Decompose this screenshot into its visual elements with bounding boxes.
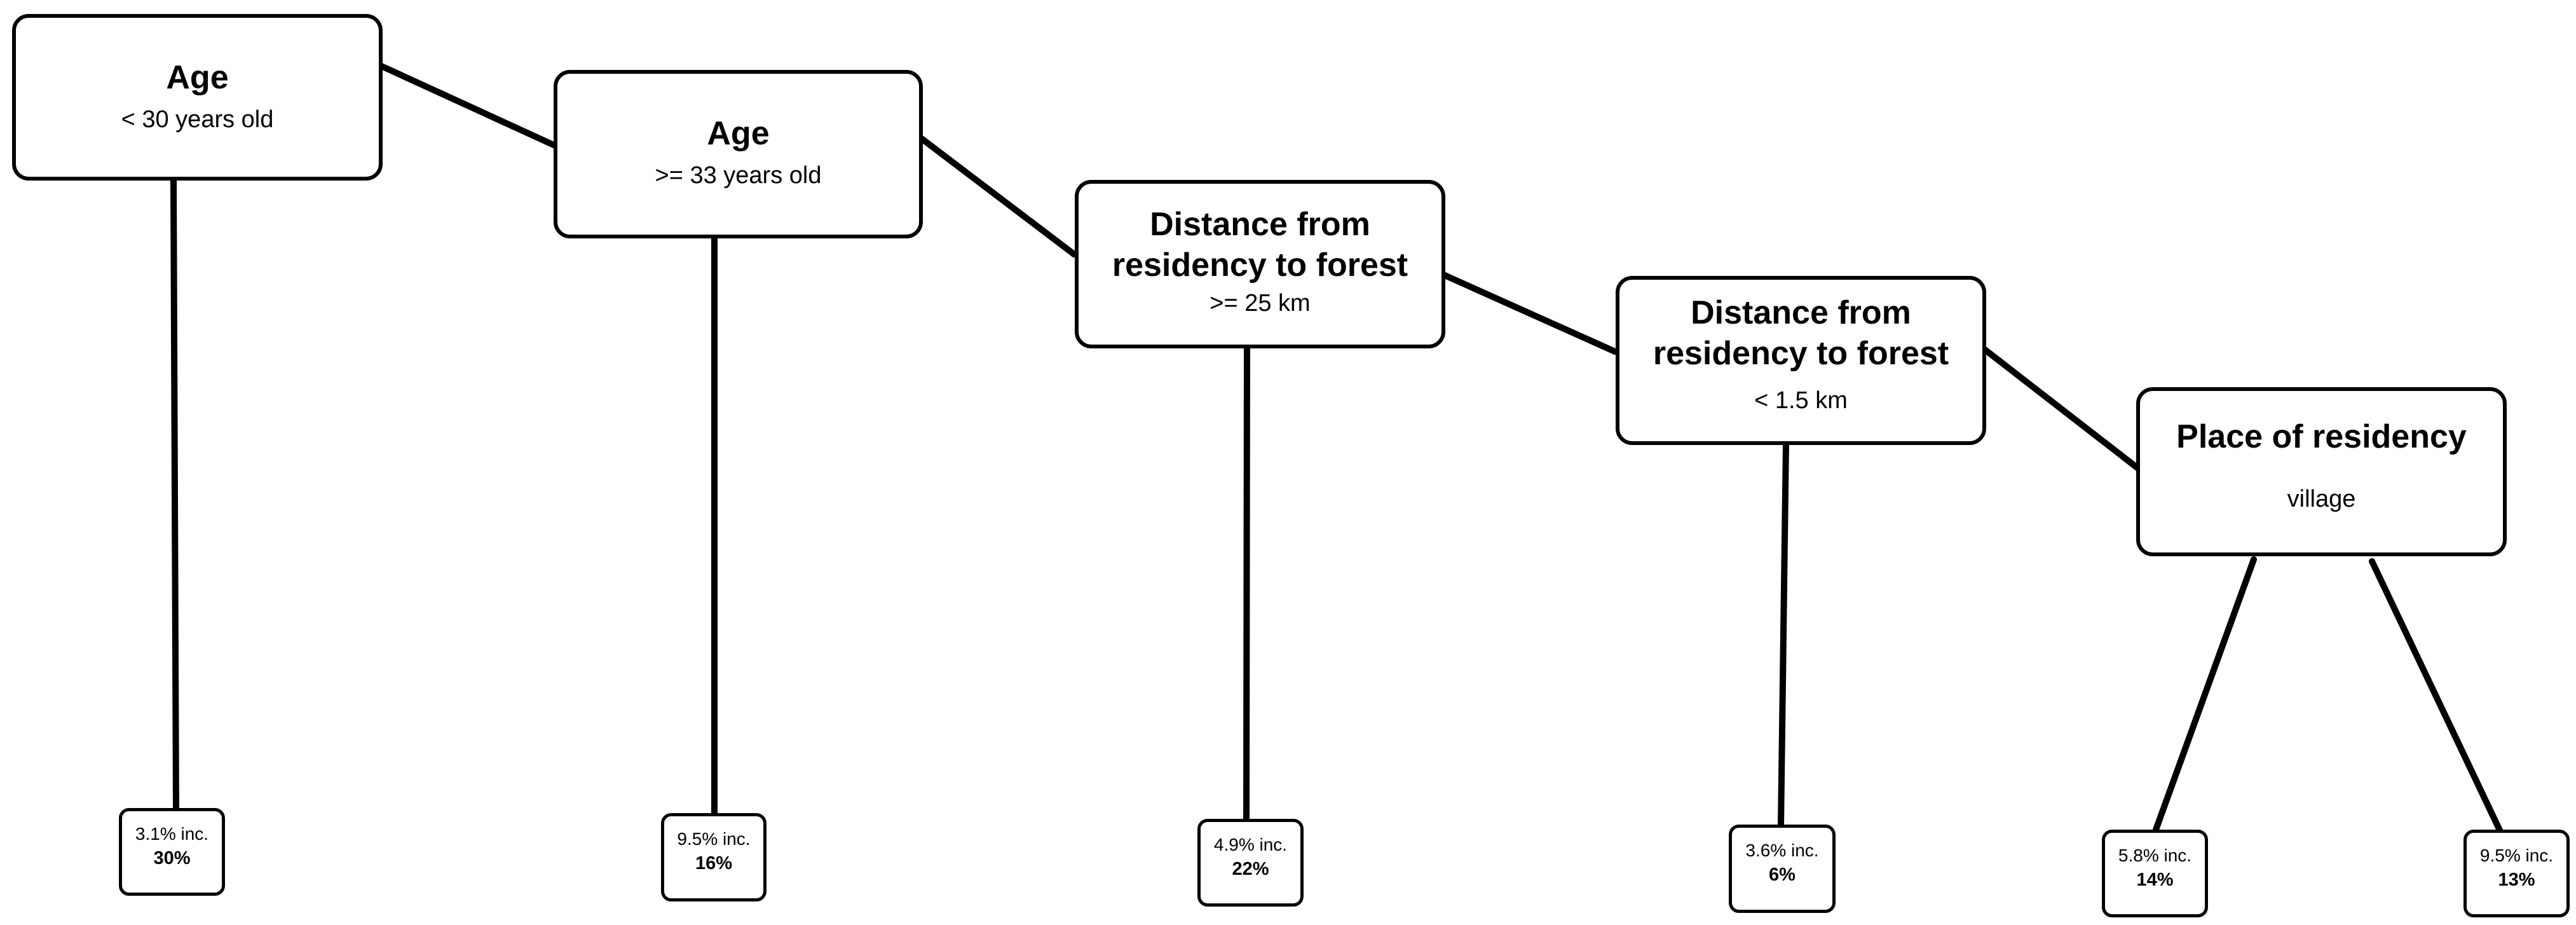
edge-age2-to-distance1 bbox=[918, 135, 1077, 257]
leaf-3: 4.9% inc. 22% bbox=[1197, 819, 1304, 907]
edge-distance1-to-leaf3 bbox=[1243, 343, 1250, 823]
node-title: Distance from residency to forest bbox=[1653, 294, 1949, 372]
node-condition: village bbox=[2287, 486, 2356, 512]
edge-distance2-to-residency bbox=[1982, 346, 2141, 471]
edge-distance2-to-leaf4 bbox=[1778, 441, 1789, 828]
node-age-33-plus: Age >= 33 years old bbox=[554, 70, 923, 238]
node-title: Age bbox=[707, 115, 770, 152]
node-condition: < 1.5 km bbox=[1754, 387, 1848, 414]
leaf-2: 9.5% inc. 16% bbox=[661, 813, 767, 901]
edge-distance1-to-distance2 bbox=[1441, 272, 1618, 355]
leaf-4: 3.6% inc. 6% bbox=[1729, 825, 1836, 913]
node-title: Place of residency bbox=[2176, 418, 2467, 455]
node-age-under-30: Age < 30 years old bbox=[12, 14, 383, 181]
node-condition: >= 25 km bbox=[1210, 290, 1311, 317]
leaf-share: 13% bbox=[2498, 870, 2535, 890]
leaf-share: 16% bbox=[695, 853, 733, 874]
node-place-of-residency: Place of residency village bbox=[2136, 387, 2507, 556]
node-condition: < 30 years old bbox=[121, 106, 274, 133]
node-title: Age bbox=[166, 59, 229, 96]
node-condition: >= 33 years old bbox=[655, 162, 822, 189]
leaf-incidence: 9.5% inc. bbox=[677, 829, 751, 849]
edge-age1-to-leaf1 bbox=[170, 177, 179, 812]
leaf-incidence: 3.6% inc. bbox=[1745, 840, 1819, 860]
leaf-incidence: 5.8% inc. bbox=[2118, 846, 2192, 865]
leaf-incidence: 4.9% inc. bbox=[1213, 835, 1288, 854]
leaf-1: 3.1% inc. 30% bbox=[119, 808, 225, 896]
leaf-6: 9.5% inc. 13% bbox=[2464, 830, 2570, 917]
leaf-incidence: 3.1% inc. bbox=[135, 824, 209, 844]
leaf-5: 5.8% inc. 14% bbox=[2102, 830, 2208, 917]
edge-residency-to-leaf5 bbox=[2153, 556, 2257, 833]
leaf-share: 14% bbox=[2136, 870, 2174, 890]
node-distance-1-5km: Distance from residency to forest < 1.5 … bbox=[1616, 276, 1986, 445]
edge-residency-to-leaf6 bbox=[2369, 558, 2504, 835]
node-distance-25km: Distance from residency to forest >= 25 … bbox=[1075, 180, 1445, 348]
edge-age1-to-age2 bbox=[377, 62, 557, 148]
leaf-share: 6% bbox=[1769, 865, 1796, 885]
leaf-incidence: 9.5% inc. bbox=[2479, 846, 2554, 865]
node-title: Distance from residency to forest bbox=[1112, 206, 1408, 284]
leaf-share: 30% bbox=[153, 848, 191, 868]
leaf-share: 22% bbox=[1232, 859, 1269, 879]
